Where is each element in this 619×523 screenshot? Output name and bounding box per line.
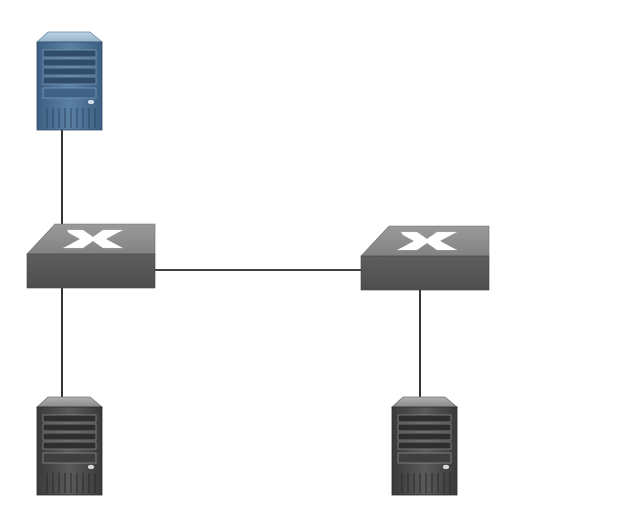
server-bottom-left[interactable] <box>37 397 102 495</box>
server-icon <box>37 397 102 495</box>
server-icon <box>37 32 102 130</box>
server-top[interactable] <box>37 32 102 130</box>
network-switch-icon <box>361 226 489 290</box>
network-switch-icon <box>27 224 155 288</box>
server-icon <box>392 397 457 495</box>
server-bottom-right[interactable] <box>392 397 457 495</box>
switch-right[interactable] <box>361 226 489 290</box>
switch-left[interactable] <box>27 224 155 288</box>
